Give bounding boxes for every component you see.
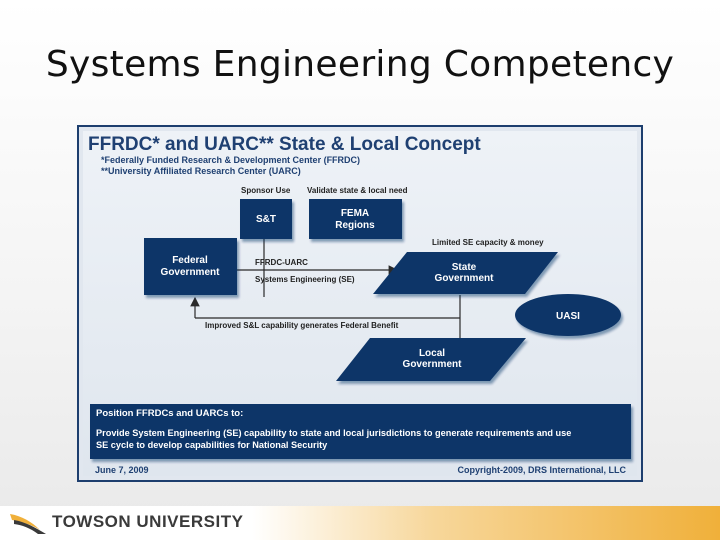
diagram-date: June 7, 2009 [95,465,149,475]
position-heading: Position FFRDCs and UARCs to: [96,408,243,419]
federal-label-line2: Government [161,267,221,278]
uasi-ellipse [515,294,621,336]
university-name: TOWSON UNIVERSITY [52,512,244,531]
local-label-line1: Local [419,348,445,359]
local-government-shape [336,338,526,381]
position-box [90,404,631,459]
st-box [240,199,292,239]
diagram-copyright: Copyright-2009, DRS International, LLC [457,465,626,475]
federal-label-line1: Federal [172,255,208,266]
state-government-shape [373,252,558,294]
sponsor-use-label: Sponsor Use [241,186,291,195]
state-label-line1: State [452,262,477,273]
footer-bar [0,506,720,540]
federal-government-box [144,238,237,295]
validate-need-label: Validate state & local need [307,186,408,195]
systems-engineering-label: Systems Engineering (SE) [255,275,355,284]
footnote-ffrdc: *Federally Funded Research & Development… [101,155,360,165]
fema-label-line1: FEMA [341,208,369,219]
state-label-line2: Government [435,273,495,284]
st-label: S&T [256,214,276,225]
position-line2: SE cycle to develop capabilities for Nat… [96,440,328,450]
ffrdc-uarc-label: FFRDC-UARC [255,258,308,267]
improved-capability-label: Improved S&L capability generates Federa… [205,321,399,330]
local-label-line2: Government [403,359,463,370]
footnote-uarc: **University Affiliated Research Center … [101,166,301,176]
limited-capacity-label: Limited SE capacity & money [432,238,544,247]
towson-logo-icon [10,514,46,534]
diagram-heading: FFRDC* and UARC** State & Local Concept [88,134,481,155]
position-line1: Provide System Engineering (SE) capabili… [96,428,571,438]
fema-label-line2: Regions [335,220,375,231]
uasi-label: UASI [556,311,580,322]
slide-title: Systems Engineering Competency [45,44,675,85]
fema-box [309,199,402,239]
